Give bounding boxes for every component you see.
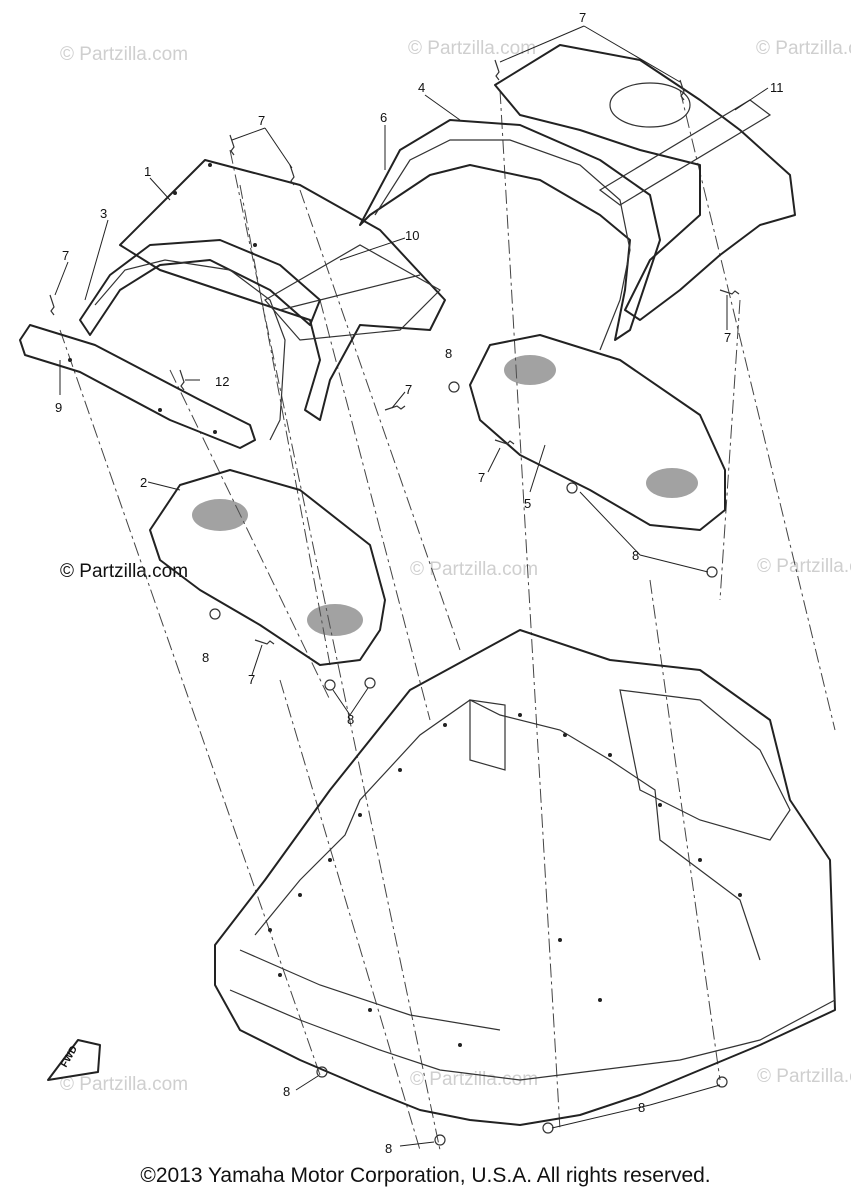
rivet-icon (289, 164, 295, 186)
speaker-mesh-icon (192, 499, 248, 531)
callout-10: 10 (405, 228, 419, 243)
callout-6: 6 (380, 110, 387, 125)
callout-7: 7 (62, 248, 69, 263)
part-11-panel (494, 44, 796, 321)
watermark: © Partzilla.com (60, 1074, 188, 1095)
rivet-icon (254, 639, 275, 645)
copyright-notice: ©2013 Yamaha Motor Corporation, U.S.A. A… (140, 1164, 711, 1187)
callout-7: 7 (579, 10, 586, 25)
watermark: © Partzilla.com (756, 38, 851, 59)
part-4-trim (359, 119, 661, 351)
callout-7: 7 (405, 382, 412, 397)
callout-8: 8 (347, 712, 354, 727)
part-1-panel (119, 159, 446, 421)
rivet-icon (229, 134, 235, 156)
callout-9: 9 (55, 400, 62, 415)
rivet-icon (179, 369, 185, 391)
watermark: © Partzilla.com (757, 556, 851, 577)
callout-8: 8 (638, 1100, 645, 1115)
nuts (209, 381, 728, 1146)
rivet-icon (494, 439, 515, 445)
nut-icon (706, 566, 718, 578)
callout-8: 8 (385, 1141, 392, 1156)
watermark: © Partzilla.com (410, 559, 538, 580)
callout-8: 8 (632, 548, 639, 563)
callout-7: 7 (478, 470, 485, 485)
callout-7: 7 (248, 672, 255, 687)
callout-8: 8 (283, 1084, 290, 1099)
watermark: © Partzilla.com (410, 1069, 538, 1090)
callout-8: 8 (202, 650, 209, 665)
part-2-grille (149, 469, 386, 666)
speaker-mesh-icon (307, 604, 363, 636)
fwd-label: FWD (59, 1044, 80, 1069)
watermark: © Partzilla.com (60, 44, 188, 65)
callout-8: 8 (445, 346, 452, 361)
callout-11: 11 (770, 80, 784, 95)
callout-5: 5 (524, 496, 531, 511)
nut-icon (324, 679, 336, 691)
nut-icon (566, 482, 578, 494)
callout-4: 4 (418, 80, 425, 95)
nut-icon (542, 1122, 554, 1134)
callout-3: 3 (100, 206, 107, 221)
nut-icon (434, 1134, 446, 1146)
leader-lines (54, 25, 769, 1147)
rivet-icon (679, 79, 685, 101)
nut-icon (716, 1076, 728, 1088)
rivet-icon (49, 294, 55, 316)
callout-1: 1 (144, 164, 151, 179)
part-3-trim (79, 239, 321, 441)
nut-icon (316, 1066, 328, 1078)
rivet-icon (384, 405, 406, 411)
rivet-icon (494, 59, 500, 81)
callout-12: 12 (215, 374, 229, 389)
watermark: © Partzilla.com (408, 38, 536, 59)
callout-7: 7 (258, 113, 265, 128)
nut-icon (364, 677, 376, 689)
callout-2: 2 (140, 475, 147, 490)
nut-icon (209, 608, 221, 620)
watermark-prominent: © Partzilla.com (60, 561, 188, 582)
speaker-mesh-icon (504, 355, 556, 385)
rivets (49, 59, 740, 645)
part-9-bar (19, 324, 256, 449)
hood-shell (214, 629, 836, 1126)
speaker-mesh-icon (646, 468, 698, 498)
part-10-rail (264, 244, 441, 341)
callouts: 1 2 3 4 5 6 9 10 11 12 7 7 7 7 7 7 7 8 8… (55, 10, 784, 1156)
nut-icon (448, 381, 460, 393)
rivet-icon (719, 289, 740, 295)
guide-lines (59, 89, 836, 1151)
watermark: © Partzilla.com (757, 1066, 851, 1087)
callout-7: 7 (724, 330, 731, 345)
part-5-grille (469, 334, 726, 531)
watermarks: © Partzilla.com © Partzilla.com © Partzi… (60, 38, 851, 1095)
